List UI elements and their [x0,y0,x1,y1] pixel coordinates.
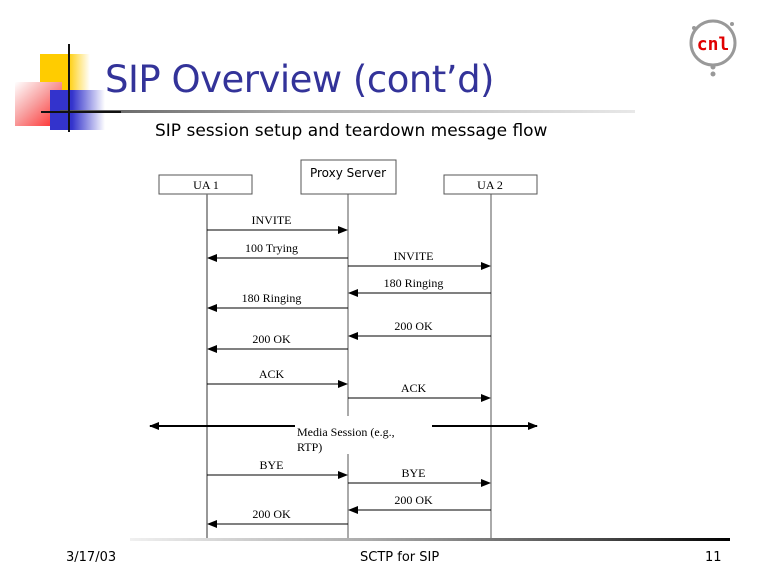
message-label: 200 OK [252,507,291,521]
message-label: ACK [259,367,285,381]
message-label: 200 OK [394,319,433,333]
message-label: BYE [260,458,284,472]
participant-ua1-label: UA 1 [193,178,219,192]
message-label: ACK [401,381,427,395]
message-label: 200 OK [252,332,291,346]
media-session-label-line1: Media Session (e.g., [297,425,395,439]
message-label: INVITE [252,213,292,227]
footer-title: SCTP for SIP [360,550,440,565]
logo-text: cnl [697,34,730,55]
footer-date: 3/17/03 [66,550,117,565]
media-session-label-line2: RTP) [297,440,322,454]
message-label: BYE [402,466,426,480]
decor-horizontal-line [41,111,121,113]
participant-ua1: UA 1 [158,174,253,195]
message-label: 180 Ringing [384,276,444,290]
footer-rule [130,538,730,541]
media-session: Media Session (e.g., RTP) [149,422,538,454]
participant-ua2: UA 2 [443,174,538,195]
message-label: 100 Trying [245,241,298,255]
message-label: 180 Ringing [242,291,302,305]
participant-proxy-server: Proxy Server [300,159,397,195]
cnl-logo-icon: cnl [689,19,737,77]
title-underline [60,110,635,113]
participant-ua2-label: UA 2 [477,178,503,192]
participant-proxy-label: Proxy Server [310,166,386,180]
page-number: 11 [705,550,722,565]
message-label: INVITE [394,249,434,263]
slide-subtitle: SIP session setup and teardown message f… [155,121,548,141]
message-label: 200 OK [394,493,433,507]
slide-title: SIP Overview (cont’d) [105,58,494,101]
decor-vertical-line [68,44,70,132]
